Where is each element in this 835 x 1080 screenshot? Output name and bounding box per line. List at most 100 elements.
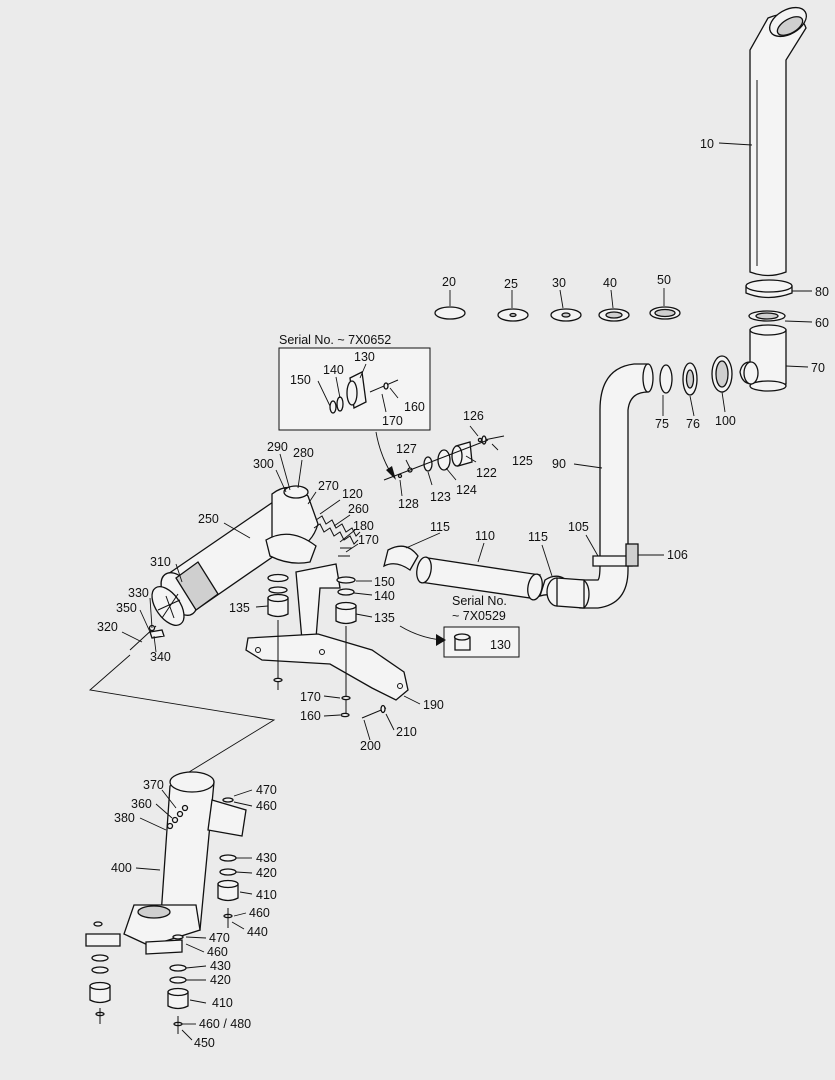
callout-410-top: 410 <box>256 888 277 902</box>
callout-30: 30 <box>552 276 566 290</box>
lower-hardware-360-380 <box>166 804 189 830</box>
callout-280: 280 <box>293 446 314 460</box>
callout-250: 250 <box>198 512 219 526</box>
callout-10: 10 <box>700 137 714 151</box>
callout-300: 300 <box>253 457 274 471</box>
callout-290: 290 <box>267 440 288 454</box>
leader-lines <box>121 142 813 1041</box>
washer-25 <box>497 308 529 322</box>
callout-160-top: 160 <box>404 400 425 414</box>
callout-115-right: 115 <box>528 530 548 544</box>
support-frame-190 <box>245 633 409 701</box>
callout-360: 360 <box>131 797 152 811</box>
lower-mount-right <box>217 797 239 928</box>
callout-370: 370 <box>143 778 164 792</box>
callout-170-top: 170 <box>382 414 403 428</box>
callout-450: 450 <box>194 1036 215 1050</box>
callout-125: 125 <box>512 454 533 468</box>
callout-75: 75 <box>655 417 669 431</box>
washer-40 <box>598 308 630 322</box>
callout-440: 440 <box>247 925 268 939</box>
callout-130-bottom: 130 <box>490 638 511 652</box>
callout-470-bottom: 470 <box>209 931 230 945</box>
rubber-mount-135-left <box>267 573 289 618</box>
lower-mount-center <box>167 934 189 1034</box>
clamp-parts-320-350 <box>129 624 165 651</box>
washer-20 <box>434 306 466 320</box>
callout-135-right: 135 <box>374 611 395 625</box>
callout-130-top: 130 <box>354 350 375 364</box>
inset-serial-top: Serial No. ~ 7X0652 <box>279 333 391 347</box>
clamp-115-left <box>383 545 419 571</box>
callout-labels: 10 20 25 30 40 50 80 60 70 75 76 100 90 … <box>97 137 829 1050</box>
stack-clamp <box>745 279 793 299</box>
connector-line <box>88 654 276 781</box>
callout-110: 110 <box>475 529 495 543</box>
washer-30 <box>550 308 582 322</box>
callout-210: 210 <box>396 725 417 739</box>
callout-150-top: 150 <box>290 373 311 387</box>
callout-460-480: 460 / 480 <box>199 1017 251 1031</box>
callout-420-bottom: 420 <box>210 973 231 987</box>
washer-50 <box>649 306 681 320</box>
callout-460-top: 460 <box>256 799 277 813</box>
muffler-110 <box>416 556 543 601</box>
callout-350: 350 <box>116 601 137 615</box>
rubber-mount-135-right <box>335 576 357 625</box>
washer-124 <box>437 449 451 471</box>
intake-pipe-250 <box>151 499 301 626</box>
callout-330: 330 <box>128 586 149 600</box>
callout-126: 126 <box>463 409 484 423</box>
callout-123: 123 <box>430 490 451 504</box>
callout-122: 122 <box>476 466 497 480</box>
callout-470-top: 470 <box>256 783 277 797</box>
callout-410-bottom: 410 <box>212 996 233 1010</box>
callout-80: 80 <box>815 285 829 299</box>
callout-100: 100 <box>715 414 736 428</box>
inset-bottom <box>399 625 520 658</box>
lower-mount-left <box>89 921 111 1024</box>
callout-270: 270 <box>318 479 339 493</box>
washer-123 <box>423 456 433 472</box>
callout-127: 127 <box>396 442 417 456</box>
callout-320: 320 <box>97 620 118 634</box>
callout-170-bottom: 170 <box>300 690 321 704</box>
callout-170-mid: 170 <box>358 533 379 547</box>
callout-150-mid: 150 <box>374 575 395 589</box>
callout-20: 20 <box>442 275 456 289</box>
band-clamp-100 <box>711 355 733 393</box>
callout-40: 40 <box>603 276 617 290</box>
callout-128: 128 <box>398 497 419 511</box>
bolts-under-frame <box>273 620 387 719</box>
lower-pipe-400 <box>85 771 247 955</box>
callout-115-left: 115 <box>430 520 450 534</box>
pipe-stub <box>546 577 585 609</box>
callout-50: 50 <box>657 273 671 287</box>
isolator-122 <box>451 441 473 467</box>
callout-430-bottom: 430 <box>210 959 231 973</box>
exhaust-stack <box>749 6 807 277</box>
callout-70: 70 <box>811 361 825 375</box>
callout-460-mid: 460 <box>249 906 270 920</box>
callout-400: 400 <box>111 861 132 875</box>
inset-serial-bottom-line1: Serial No. <box>452 594 507 608</box>
callout-420-top: 420 <box>256 866 277 880</box>
cap-elbow <box>739 324 787 392</box>
callout-135-left: 135 <box>229 601 250 615</box>
callout-260: 260 <box>348 502 369 516</box>
inset-top <box>278 347 431 480</box>
elbow-gasket <box>748 310 786 322</box>
callout-120: 120 <box>342 487 363 501</box>
bent-pipe-90 <box>574 363 654 609</box>
callout-380: 380 <box>114 811 135 825</box>
callout-200: 200 <box>360 739 381 753</box>
callout-310: 310 <box>150 555 171 569</box>
bolt-125 <box>481 435 505 445</box>
callout-60: 60 <box>815 316 829 330</box>
callout-106: 106 <box>667 548 688 562</box>
callout-140-mid: 140 <box>374 589 395 603</box>
rings-75-76 <box>659 362 698 396</box>
inset-serial-bottom-line2: ~ 7X0529 <box>452 609 506 623</box>
callout-180: 180 <box>353 519 374 533</box>
